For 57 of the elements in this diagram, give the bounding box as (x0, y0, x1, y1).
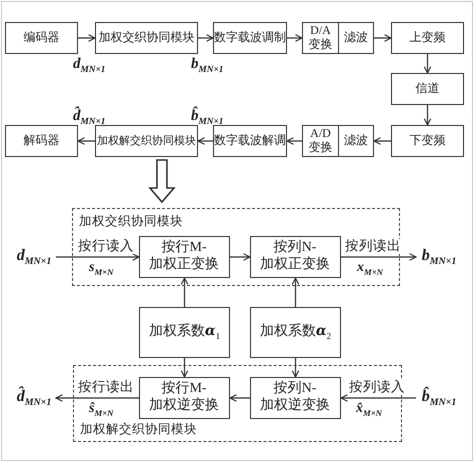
arrow (56, 253, 140, 261)
signal-label: x$_{M×N}$ (356, 260, 384, 278)
arrow (77, 137, 95, 145)
signal-label: x̂$_{M×N}$ (355, 401, 383, 418)
process-box: 滤波 (338, 22, 374, 54)
process-box: 加权交织协同模块 (95, 22, 198, 54)
signal-label: d̂$_{MN×1}$ (12, 387, 56, 409)
process-box: 加权解交织协同模块 (95, 125, 198, 157)
arrow (229, 394, 250, 402)
edge-label: b̂$_{MN×1}$ (190, 108, 224, 128)
process-box: 解码器 (5, 125, 78, 157)
process-box: 按行M-加权逆变换 (138, 376, 230, 418)
arrow (198, 34, 214, 42)
process-box: 按行M-加权正变换 (138, 236, 230, 278)
arrow (341, 253, 417, 261)
signal-label: b$_{MN×1}$ (416, 246, 462, 268)
edge-label: d̂$_{MN×1}$ (72, 108, 106, 128)
signal-label: d$_{MN×1}$ (12, 246, 56, 268)
process-box: 加权系数α$_{1}$ (139, 307, 230, 358)
process-box: 上变频 (391, 22, 464, 54)
arrow (78, 34, 96, 42)
process-box: 加权系数α$_{2}$ (250, 307, 341, 358)
arrow (424, 54, 432, 74)
edge-label: 按行读入 (77, 239, 135, 254)
process-box: 信道 (391, 73, 464, 105)
arrow (292, 358, 300, 378)
arrow (180, 358, 188, 378)
arrow (424, 105, 432, 126)
arrow (286, 137, 302, 145)
arrow (180, 277, 188, 307)
edge-label: d$_{MN×1}$ (72, 56, 106, 76)
arrow (287, 34, 303, 42)
process-box: A/D变换 (302, 125, 339, 157)
arrow (374, 34, 392, 42)
signal-label: s$_{M×N}$ (88, 260, 114, 278)
process-box: 按列N-加权逆变换 (250, 376, 340, 418)
group-title: 加权解交织协同模块 (80, 421, 197, 438)
arrow (197, 137, 213, 145)
arrow (292, 277, 300, 307)
process-box: D/A变换 (302, 22, 339, 54)
group-title: 加权交织协同模块 (79, 213, 183, 230)
edge-label: 按列读入 (348, 380, 406, 395)
edge-label: b$_{MN×1}$ (190, 56, 224, 76)
process-box: 编码器 (5, 22, 78, 54)
arrow (340, 394, 416, 402)
process-box: 按列N-加权正变换 (250, 236, 340, 278)
signal-label: ŝ$_{M×N}$ (88, 401, 114, 418)
arrow (373, 137, 391, 145)
process-box: 数字载波调制 (213, 22, 287, 54)
arrow (55, 394, 139, 402)
signal-label: b̂$_{MN×1}$ (416, 387, 462, 409)
block-arrow (148, 159, 176, 204)
process-box: 下变频 (391, 125, 464, 157)
arrow (230, 253, 251, 261)
process-box: 滤波 (338, 125, 374, 157)
edge-label: 按列读出 (344, 239, 402, 254)
process-box: 数字载波解调 (213, 125, 287, 157)
